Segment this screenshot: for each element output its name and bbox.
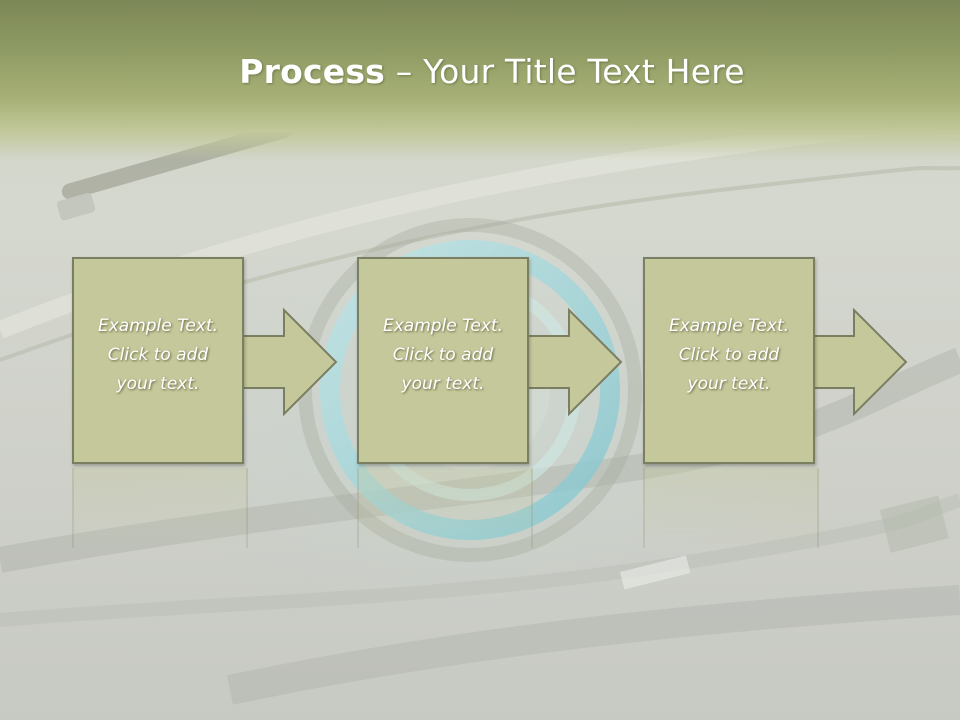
step-3-text[interactable]: Example Text. Click to add your text. [668,316,790,394]
step-1-reflection [72,468,248,548]
arrow-2 [526,307,623,417]
title-bold: Process [239,52,386,91]
step-1-text[interactable]: Example Text. Click to add your text. [97,316,219,394]
slide-title[interactable]: Process – Your Title Text Here [0,52,960,91]
step-2-text[interactable]: Example Text. Click to add your text. [382,316,504,394]
arrow-1 [241,307,338,417]
step-3-reflection [643,468,819,548]
process-step-3[interactable]: Example Text. Click to add your text. [643,257,815,464]
process-step-1[interactable]: Example Text. Click to add your text. [72,257,244,464]
title-band [0,0,960,160]
process-step-2[interactable]: Example Text. Click to add your text. [357,257,529,464]
title-rest: – Your Title Text Here [385,52,745,91]
arrow-3 [811,307,908,417]
step-2-reflection [357,468,533,548]
